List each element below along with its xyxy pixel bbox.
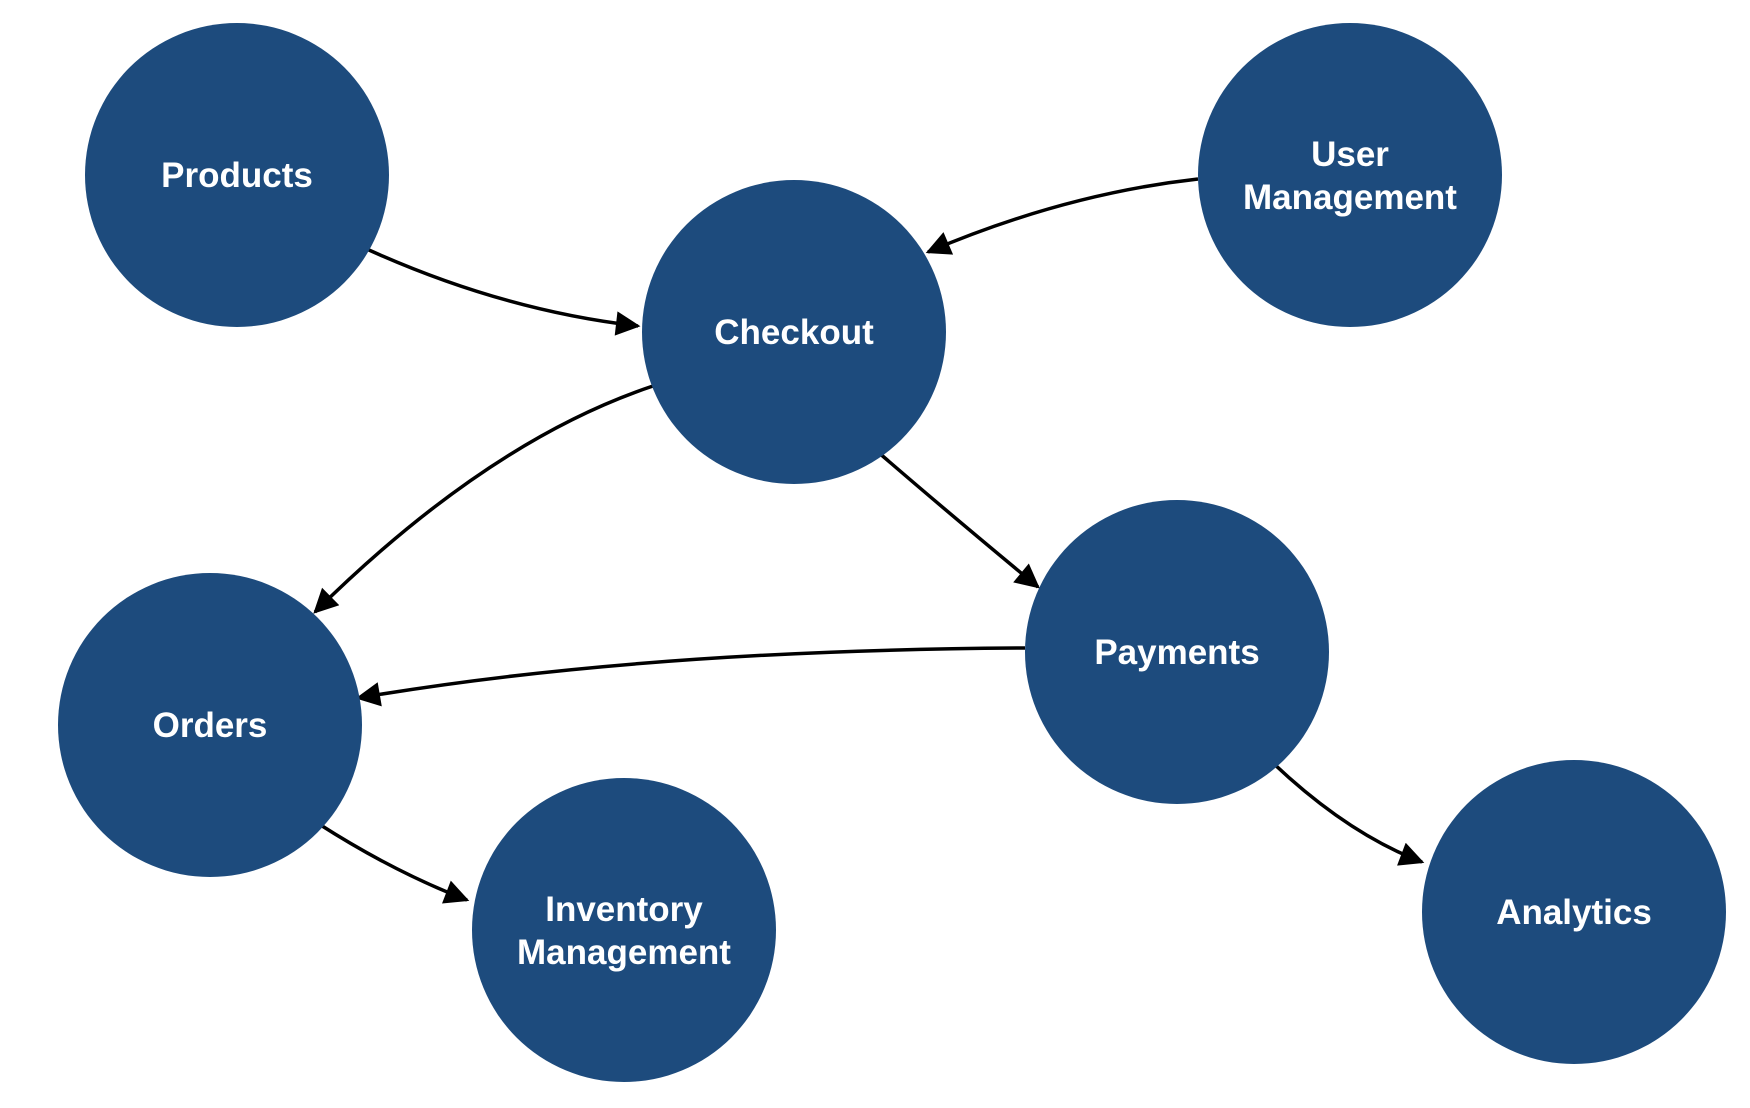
node-inventory-management-label-line2: Management — [517, 933, 731, 972]
edge-payments-to-analytics — [1271, 761, 1425, 866]
node-inventory-management-label-line1: Inventory — [545, 890, 703, 929]
node-user-management-label-line1: User — [1311, 135, 1389, 174]
node-inventory-management-circle — [472, 778, 776, 1082]
edge-user-management-to-checkout — [925, 177, 1199, 255]
node-payments-label: Payments — [1094, 633, 1259, 672]
edge-payments-to-orders — [355, 646, 1026, 707]
node-products: Products — [85, 23, 389, 327]
node-payments: Payments — [1025, 500, 1329, 804]
edge-orders-to-inventory-management — [318, 822, 470, 904]
node-checkout: Checkout — [642, 180, 946, 484]
node-user-management: User Management — [1198, 23, 1502, 327]
node-user-management-label-line2: Management — [1243, 178, 1457, 217]
node-orders: Orders — [58, 573, 362, 877]
node-payments-circle — [1025, 500, 1329, 804]
node-checkout-label: Checkout — [714, 313, 874, 352]
node-analytics: Analytics — [1422, 760, 1726, 1064]
edge-checkout-to-payments — [876, 450, 1040, 589]
node-products-label: Products — [161, 156, 313, 195]
node-checkout-circle — [642, 180, 946, 484]
edge-products-to-checkout — [357, 243, 641, 336]
node-orders-label: Orders — [153, 706, 268, 745]
node-analytics-circle — [1422, 760, 1726, 1064]
node-orders-circle — [58, 573, 362, 877]
node-inventory-management: Inventory Management — [472, 778, 776, 1082]
node-user-management-circle — [1198, 23, 1502, 327]
edge-checkout-to-orders — [313, 384, 654, 614]
node-products-circle — [85, 23, 389, 327]
node-analytics-label: Analytics — [1496, 893, 1652, 932]
